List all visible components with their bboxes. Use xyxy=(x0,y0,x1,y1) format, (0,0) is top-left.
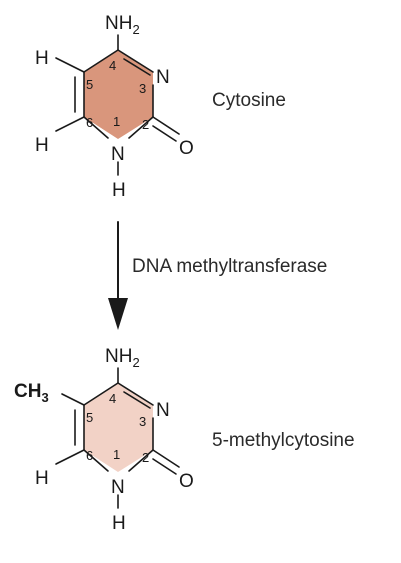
methylcytosine-n3-label: N xyxy=(156,400,170,421)
bond-c2-o-b xyxy=(152,458,177,475)
bond-n1-c6 xyxy=(83,449,109,472)
bond-c2-n1 xyxy=(128,116,154,139)
bond-n1-c6 xyxy=(83,116,109,139)
cytosine-ring-fill xyxy=(84,50,153,139)
methylcytosine-ring-fill xyxy=(84,383,153,472)
bond-c6-h xyxy=(55,449,85,465)
cytosine-h5-label: H xyxy=(35,48,49,69)
cytosine-h6-label: H xyxy=(35,135,49,156)
methyl-group-label: CH3 xyxy=(14,381,49,405)
ring-number-5: 5 xyxy=(86,410,93,425)
ring-number-2: 2 xyxy=(142,117,149,132)
bond-c2-o-a xyxy=(152,116,180,135)
methylcytosine-nh2-label: NH2 xyxy=(105,346,140,370)
ring-number-4: 4 xyxy=(109,391,116,406)
ring-number-5: 5 xyxy=(86,77,93,92)
cytosine-o-label: O xyxy=(179,138,194,159)
bond-c4-n3-a xyxy=(117,49,154,73)
ring-number-2: 2 xyxy=(142,450,149,465)
enzyme-label: DNA methyltransferase xyxy=(132,256,327,277)
cytosine-molecule: NH2 N N H O H H 1 2 3 4 5 6 Cytosine xyxy=(35,13,286,201)
methylcytosine-n1-h-label: H xyxy=(112,513,126,534)
methylcytosine-n1-label: N xyxy=(111,477,125,498)
bond-c5-c4 xyxy=(83,382,119,406)
ring-number-6: 6 xyxy=(86,115,93,130)
ring-number-3: 3 xyxy=(139,81,146,96)
bond-c5-c4 xyxy=(83,49,119,73)
cytosine-n1-h-label: H xyxy=(112,180,126,201)
ring-number-1: 1 xyxy=(113,114,120,129)
arrow-head xyxy=(108,298,128,330)
methylcytosine-molecule: NH2 N N H O CH3 H 1 2 3 4 5 6 5-methylcy… xyxy=(14,346,355,534)
bond-c6-h xyxy=(55,116,85,132)
cytosine-n3-label: N xyxy=(156,67,170,88)
bond-c4-n3-b xyxy=(123,391,151,409)
ring-number-3: 3 xyxy=(139,414,146,429)
ring-number-6: 6 xyxy=(86,448,93,463)
bond-c2-n1 xyxy=(128,449,154,472)
bond-c5-h xyxy=(55,57,85,73)
methylcytosine-o-label: O xyxy=(179,471,194,492)
methylcytosine-caption: 5-methylcytosine xyxy=(212,430,355,451)
cytosine-caption: Cytosine xyxy=(212,90,286,111)
cytosine-n1-label: N xyxy=(111,144,125,165)
reaction-arrow: DNA methyltransferase xyxy=(108,221,327,330)
bond-c2-o-b xyxy=(152,125,177,142)
bond-c5-ch3 xyxy=(61,393,85,406)
ring-number-4: 4 xyxy=(109,58,116,73)
bond-c4-n3-b xyxy=(123,58,151,76)
cytosine-nh2-label: NH2 xyxy=(105,13,140,37)
ring-number-1: 1 xyxy=(113,447,120,462)
bond-c4-n3-a xyxy=(117,382,154,406)
methylcytosine-h6-label: H xyxy=(35,468,49,489)
bond-c2-o-a xyxy=(152,449,180,468)
